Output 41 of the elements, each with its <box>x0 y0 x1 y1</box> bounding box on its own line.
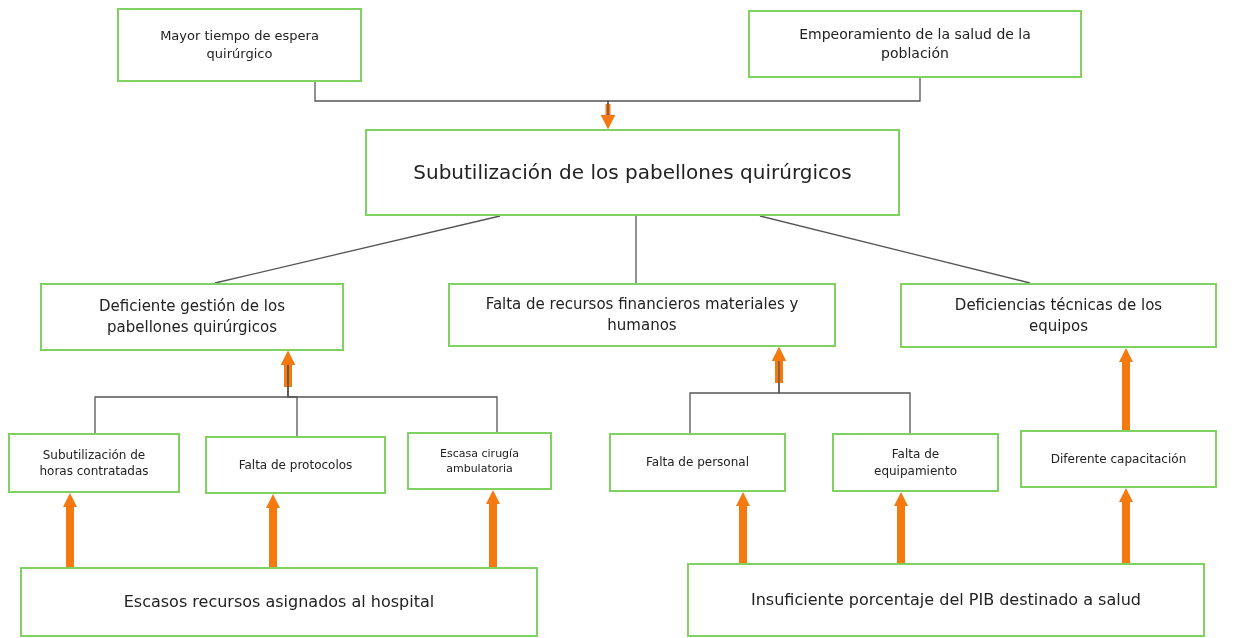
box-text: Falta de recursos financieros materiales y humanos <box>484 294 800 336</box>
cause-box <box>40 283 344 351</box>
box-text: Subutilización de horas contratadas <box>38 446 150 480</box>
box-text: Insuficiente porcentaje del PIB destinado a salud <box>751 589 1141 611</box>
arrow <box>1119 488 1133 563</box>
cause-box <box>900 283 1217 348</box>
cause-box <box>832 433 999 492</box>
cause-box <box>1020 430 1217 488</box>
cause-box <box>748 10 1082 78</box>
box-text: Deficiente gestión de los pabellones quirúrgicos <box>98 296 286 338</box>
arrow <box>266 494 280 567</box>
connector-line <box>214 215 501 284</box>
box-text: Deficiencias técnicas de los equipos <box>953 294 1164 337</box>
arrow <box>1119 348 1133 430</box>
cause-box <box>609 433 786 492</box>
cause-box <box>448 283 836 347</box>
bracket-arrow <box>281 351 498 433</box>
arrow <box>894 492 908 563</box>
cause-box <box>20 567 538 637</box>
box-text: Escasa cirugía ambulatoria <box>439 445 520 477</box>
cause-box <box>8 433 180 493</box>
arrow <box>736 492 750 563</box>
box-text: Falta de protocolos <box>238 456 353 474</box>
bracket-arrow <box>772 347 911 434</box>
box-text: Diferente capacitación <box>1050 450 1187 468</box>
cause-box <box>407 432 552 490</box>
cause-box <box>365 129 900 216</box>
box-text: Escasos recursos asignados al hospital <box>123 591 435 613</box>
cause-box <box>205 436 386 494</box>
cause-box <box>117 8 362 82</box>
bracket-arrow <box>601 77 921 129</box>
box-text: Subutilización de los pabellones quirúrgicos <box>413 158 852 186</box>
arrow <box>486 490 500 567</box>
box-text: Mayor tiempo de espera quirúrgico <box>159 27 320 63</box>
connector-line <box>635 215 637 284</box>
box-text: Empeoramiento de la salud de la población <box>798 24 1032 63</box>
box-text: Falta de equipamiento <box>873 446 958 479</box>
cause-box <box>687 563 1205 637</box>
connector-line <box>759 215 1031 284</box>
arrow <box>63 493 77 567</box>
box-text: Falta de personal <box>646 454 749 471</box>
